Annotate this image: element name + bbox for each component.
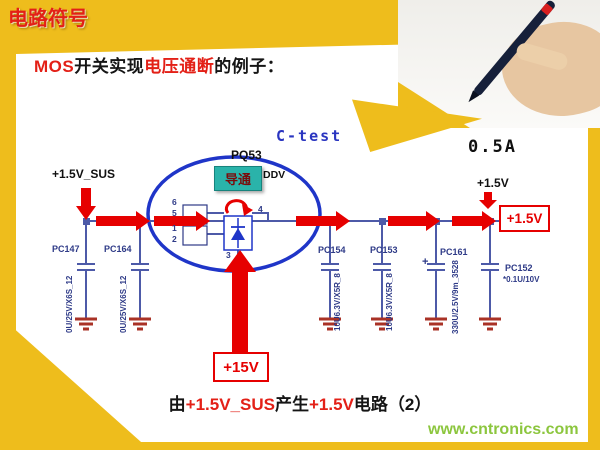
output-voltage-box: +1.5V	[499, 205, 550, 232]
slide-caption: 由+1.5V_SUS产生+1.5V电路（2）	[60, 395, 540, 415]
transistor-part-number: DDV	[263, 169, 286, 181]
pin-number: 6	[172, 197, 177, 207]
mosfet-symbol	[182, 204, 253, 251]
cap-value: 10U6.3V/X5R_8	[333, 273, 342, 331]
caption-segment: 电路（2）	[353, 395, 432, 414]
cap-value: 330U/2.5V/9m_3528	[451, 260, 460, 334]
cap-ref: PC164	[104, 244, 132, 254]
cap-value: *0.1U/10V	[503, 275, 540, 284]
caption-segment: 产生	[274, 395, 309, 414]
title-segment: 开关实现	[74, 57, 145, 76]
caption-segment: +1.5V_SUS	[185, 395, 275, 414]
title-segment: 电压通断	[144, 57, 215, 76]
title-segment: 的例子：	[214, 57, 285, 76]
pin-number: 1	[172, 223, 177, 233]
caption-segment: +1.5V	[308, 395, 354, 414]
capacitors	[77, 218, 499, 318]
cap-ref: PC152	[505, 263, 533, 273]
cap-value: 0U/25V/X6S_12	[119, 275, 128, 333]
body-diode	[231, 228, 245, 240]
polarity-plus: +	[422, 256, 429, 268]
pin-number: 3	[226, 250, 231, 260]
transistor-ref: PQ53	[231, 148, 262, 162]
corner-badge: 电路符号	[8, 8, 88, 30]
hand-pen-photo	[398, 0, 600, 128]
arrow-down-output	[479, 192, 497, 209]
supply-voltage-box: +15V	[213, 352, 269, 382]
test-point-label: C-test	[276, 127, 343, 145]
net-label-input: +1.5V_SUS	[52, 167, 116, 181]
caption-segment: 由	[168, 395, 186, 414]
pin-number: 2	[172, 234, 177, 244]
arrow-up-supply	[224, 250, 256, 352]
cap-ref: PC153	[370, 245, 398, 255]
cap-value: 10U6.3V/X5R_8	[385, 273, 394, 331]
cap-ref: PC161	[440, 247, 468, 257]
slide-title: MOS开关实现电压通断的例子：	[34, 57, 285, 77]
watermark: www.cntronics.com	[428, 421, 579, 438]
cap-ref: PC147	[52, 244, 80, 254]
ground-symbols	[75, 317, 501, 331]
net-label-output: +1.5V	[477, 176, 509, 190]
cap-ref: PC154	[318, 245, 346, 255]
title-segment: MOS	[34, 57, 75, 76]
cap-value: 0U/25V/X6S_12	[65, 275, 74, 333]
state-callout: 导通	[214, 166, 262, 191]
current-value: 0.5A	[468, 137, 517, 157]
arrow-down-input	[76, 188, 96, 220]
current-arrows	[76, 188, 497, 352]
pin-number: 5	[172, 208, 177, 218]
pin-number: 4	[258, 204, 263, 214]
